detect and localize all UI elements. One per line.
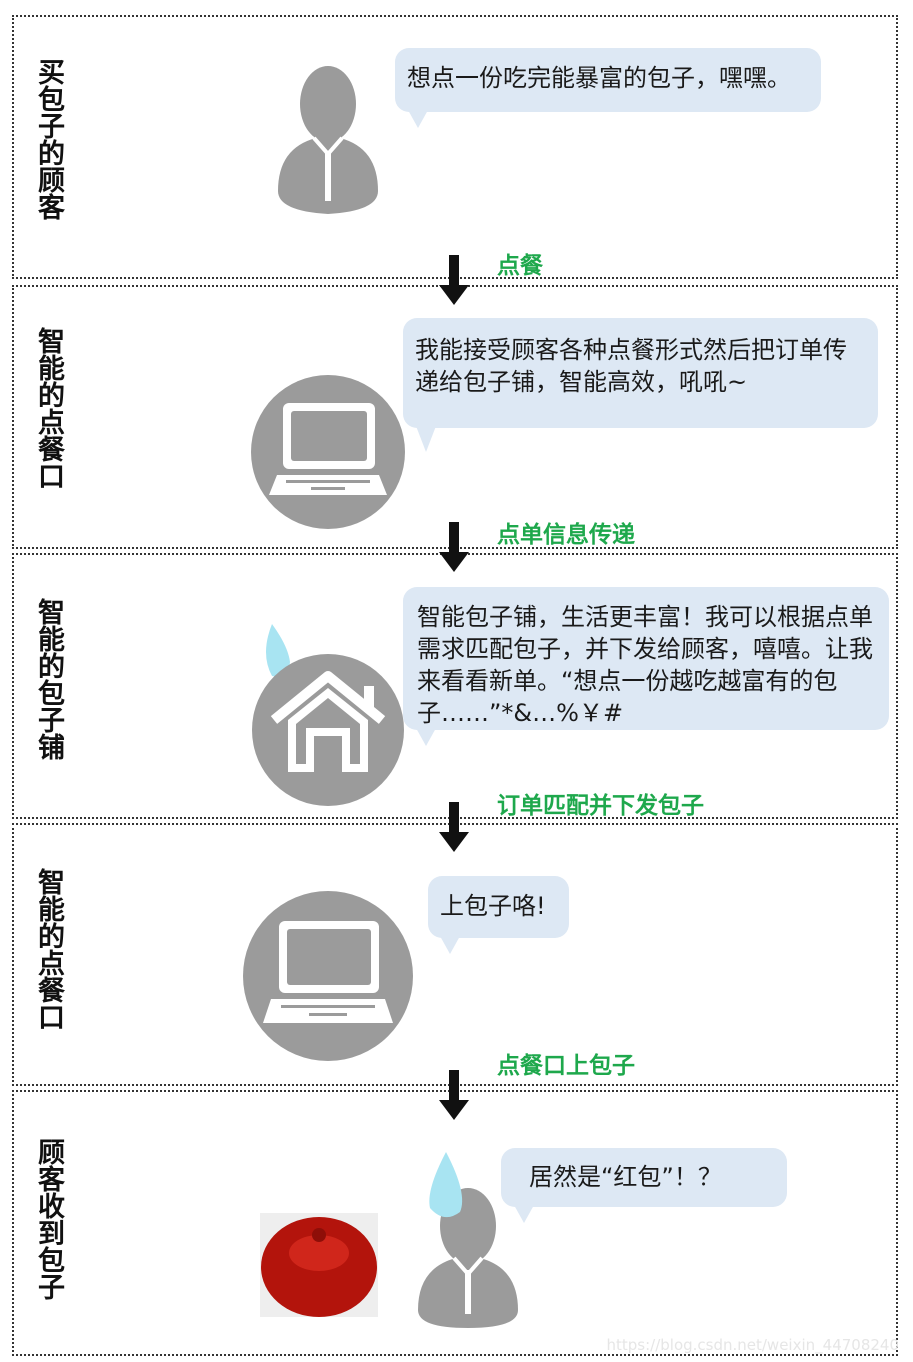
speech-bubble: 我能接受顾客各种点餐形式然后把订单传递给包子铺，智能高效，吼吼~ — [403, 318, 878, 428]
step-label: 订单匹配并下发包子 — [497, 793, 704, 819]
speech-bubble: 上包子咯! — [428, 876, 569, 938]
speech-bubble: 智能包子铺，生活更丰富！我可以根据点单需求匹配包子，并下发给顾客，嘻嘻。让我来看… — [403, 587, 889, 730]
laptop-icon — [251, 375, 405, 529]
speech-bubble: 居然是“红包”！？ — [501, 1148, 787, 1207]
speech-bubble: 想点一份吃完能暴富的包子，嘿嘿。 — [395, 48, 821, 112]
stage-label: 买包子的顾客 — [33, 58, 64, 220]
panel-ordering-counter-serve — [12, 823, 898, 1086]
step-label: 点餐 — [497, 253, 543, 279]
bubble-tail — [416, 728, 436, 746]
stage-label: 智能的点餐口 — [33, 868, 64, 1030]
watermark: https://blog.csdn.net/weixin_44708240 — [606, 1336, 899, 1354]
stage-label: 智能的包子铺 — [33, 598, 64, 760]
house-icon — [252, 624, 404, 806]
arrow-down-icon — [439, 255, 469, 305]
step-label: 点单信息传递 — [497, 522, 635, 548]
stage-label: 顾客收到包子 — [33, 1138, 64, 1300]
bubble-tail — [440, 936, 460, 954]
arrow-down-icon — [439, 522, 469, 572]
laptop-icon — [243, 891, 413, 1061]
arrow-down-icon — [439, 802, 469, 852]
person-icon — [418, 1152, 518, 1328]
red-bun-image — [260, 1213, 378, 1317]
arrow-down-icon — [439, 1070, 469, 1120]
person-icon — [278, 66, 378, 214]
bubble-tail — [514, 1205, 534, 1223]
step-label: 点餐口上包子 — [497, 1053, 635, 1079]
stage-label: 智能的点餐口 — [33, 327, 64, 489]
bubble-tail — [416, 426, 436, 452]
bubble-tail — [408, 110, 428, 128]
